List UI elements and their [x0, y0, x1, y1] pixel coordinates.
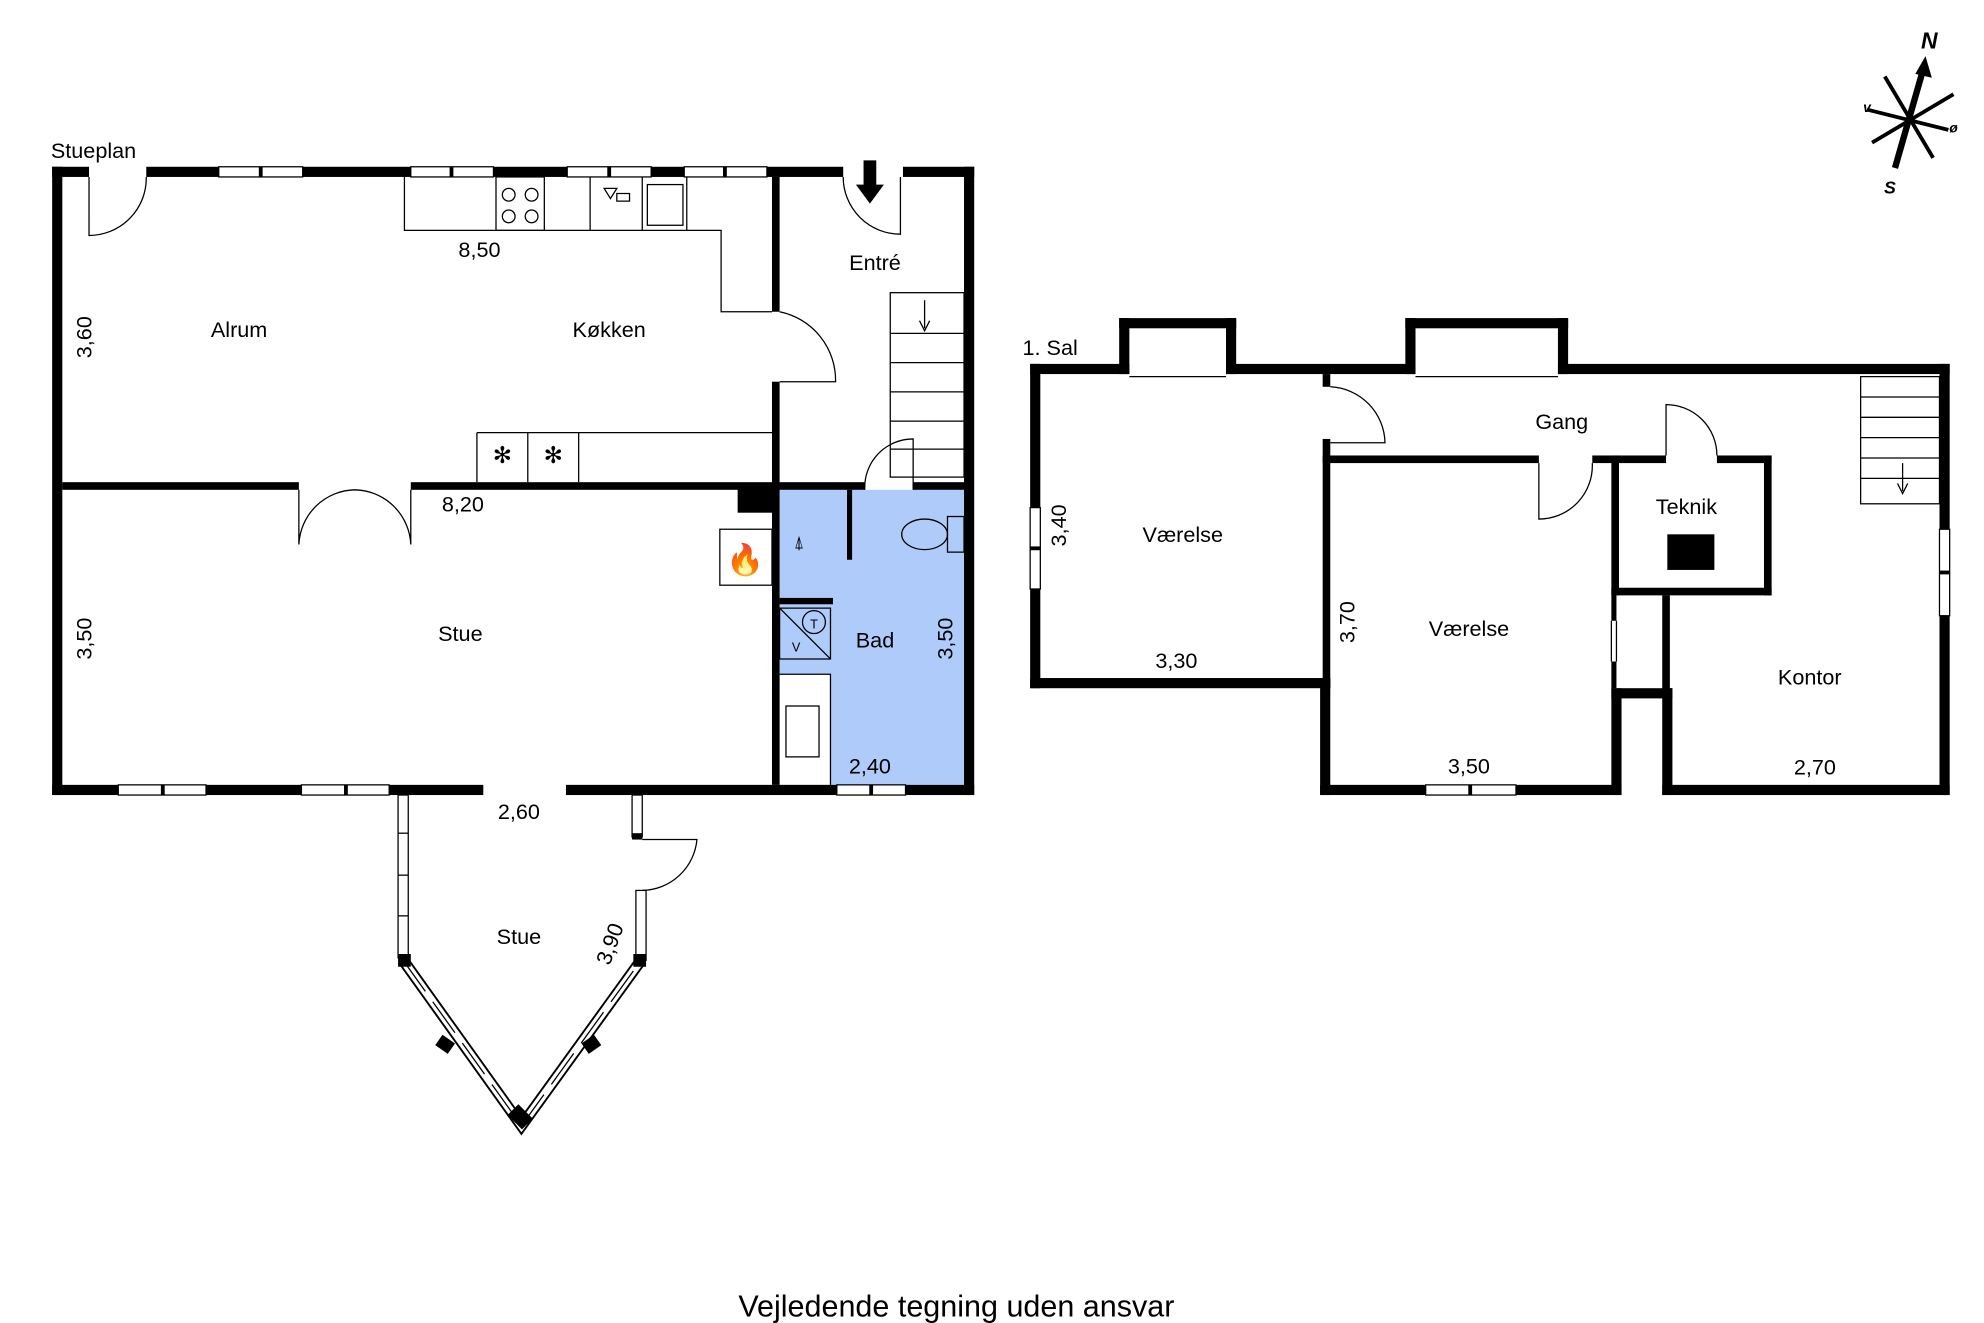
dimension-label: 3,70: [1334, 601, 1359, 643]
dimension-label: 2,60: [498, 799, 540, 824]
dryer-icon: [801, 609, 827, 635]
door-swing[interactable]: [642, 838, 698, 892]
shower-icon: ⍋: [794, 532, 805, 552]
dimension-label: 3,40: [1046, 504, 1071, 546]
dimension-label: 3,30: [1155, 648, 1197, 673]
room-label: Bad: [856, 628, 894, 653]
bath-door[interactable]: [864, 438, 914, 490]
dimension-label: 8,50: [458, 237, 500, 262]
freezer-icon: ✻: [544, 442, 563, 468]
door-swing[interactable]: [779, 311, 837, 383]
compass-east: ø: [1949, 119, 1958, 135]
dimension-label: 2,40: [849, 753, 891, 778]
stairs: [889, 292, 965, 478]
bay-window-room: [397, 794, 698, 1136]
floor-title: 1. Sal: [1023, 335, 1078, 360]
fireplace: [719, 528, 773, 586]
stairs: [1859, 375, 1941, 505]
dishwasher-icon: [602, 187, 631, 202]
dimension-label: 8,20: [442, 491, 484, 516]
room-label: Kontor: [1778, 664, 1842, 689]
dimension-label: 3,90: [591, 920, 629, 968]
dimension-label: 2,70: [1794, 755, 1836, 780]
door-swing[interactable]: [1665, 403, 1718, 456]
dimension-label: 3,50: [933, 618, 958, 660]
room-label: Entré: [849, 250, 901, 275]
room-label: Stue: [497, 924, 541, 949]
entrance-arrow-icon: [855, 160, 884, 204]
door-swing[interactable]: [1538, 463, 1593, 520]
stove-icon: [495, 176, 545, 231]
ground-floor: ✻ ✻ 🔥 T V ⍋: [51, 138, 975, 1136]
dimension-label: 3,60: [72, 316, 97, 358]
room-label: Værelse: [1429, 616, 1509, 641]
dimension-label: 3,50: [72, 618, 97, 660]
compass-south: S: [1884, 177, 1896, 197]
dryer-label: T: [810, 616, 818, 631]
door-swing[interactable]: [88, 176, 147, 237]
freezer-icon: ✻: [493, 442, 512, 468]
entrance-door[interactable]: [842, 176, 902, 235]
double-door[interactable]: [298, 489, 412, 545]
room-label: Køkken: [573, 317, 646, 342]
chimney: [1667, 534, 1715, 570]
dimension-label: 3,50: [1448, 753, 1490, 778]
room-label: Stue: [438, 621, 482, 646]
compass-west: v: [1863, 99, 1872, 115]
compass-icon: N S v ø: [1863, 27, 1958, 197]
washer-label: V: [792, 639, 801, 654]
room-label: Teknik: [1656, 494, 1717, 519]
fire-icon: 🔥: [726, 542, 764, 577]
sink-icon: [646, 183, 684, 226]
first-floor: 1. Sal Gang Værelse Værelse Teknik Konto…: [1023, 318, 1951, 796]
compass-north: N: [1921, 27, 1938, 53]
room-label: Alrum: [211, 317, 267, 342]
floor-title: Stueplan: [51, 138, 136, 163]
sink-icon: [785, 705, 820, 758]
room-label: Gang: [1535, 409, 1588, 434]
door-swing[interactable]: [1330, 386, 1386, 444]
room-label: Værelse: [1143, 522, 1223, 547]
disclaimer-footer: Vejledende tegning uden ansvar: [738, 1289, 1174, 1323]
